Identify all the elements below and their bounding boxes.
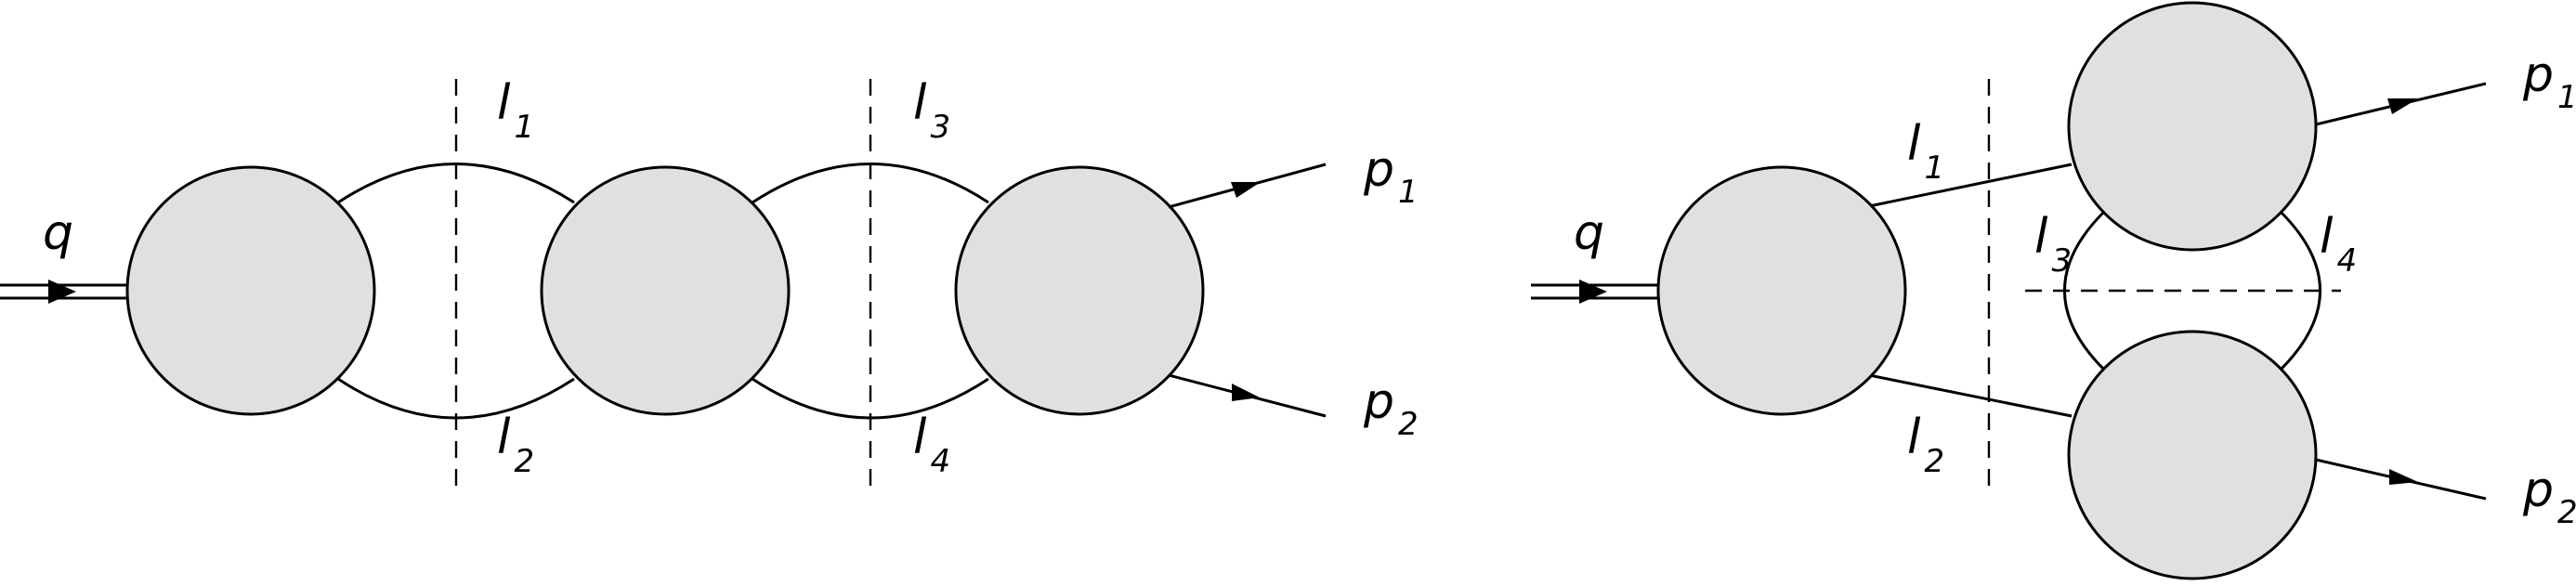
left-outgoing-p1 — [1168, 163, 1327, 209]
right-l1-line — [1868, 163, 2073, 208]
right-incoming-line — [1531, 280, 1658, 304]
right-outgoing-p2 — [2315, 458, 2487, 501]
right-blob-upper — [2067, 1, 2318, 252]
left-incoming-line — [0, 280, 127, 304]
left-blob-2 — [540, 165, 791, 416]
right-outgoing-p1 — [2315, 82, 2487, 126]
right-l2-line — [1868, 373, 2073, 418]
right-q-label: q — [1574, 205, 1604, 261]
left-blob-1 — [125, 165, 376, 416]
right-blob-main — [1656, 165, 1907, 416]
left-q-label: q — [43, 205, 73, 261]
left-outgoing-p2 — [1168, 373, 1327, 418]
right-blob-lower — [2067, 330, 2318, 580]
left-blob-3 — [954, 165, 1205, 416]
